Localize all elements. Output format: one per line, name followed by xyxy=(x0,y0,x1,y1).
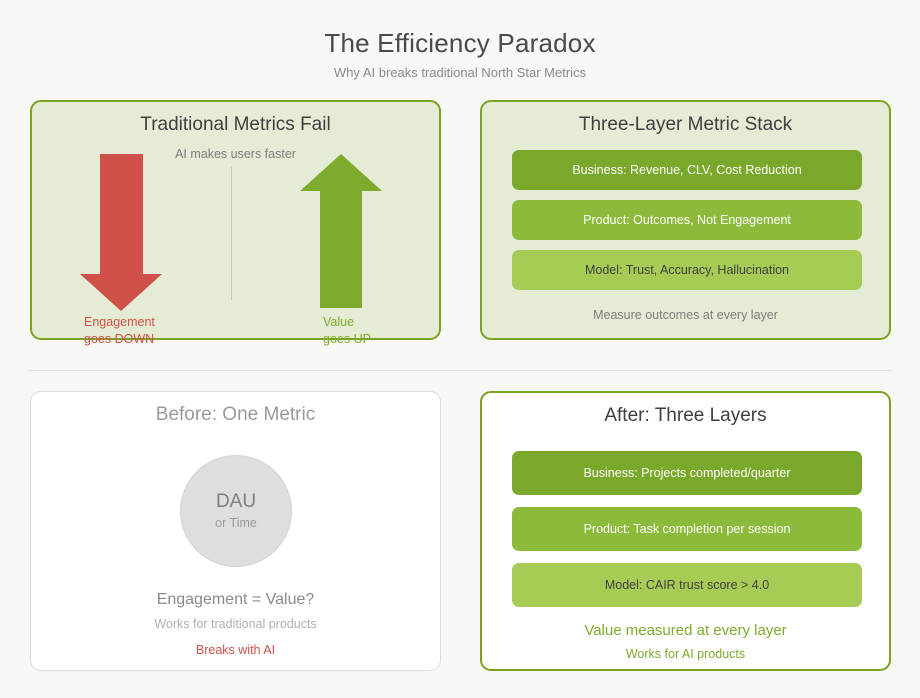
after-bar-product: Product: Task completion per session xyxy=(512,507,862,551)
before-question: Engagement = Value? xyxy=(156,591,315,608)
arrow-down-icon xyxy=(80,154,162,311)
metric-bar-product: Product: Outcomes, Not Engagement xyxy=(512,200,862,240)
before-warning: Breaks with AI xyxy=(195,643,276,657)
footer-measure-outcomes: Measure outcomes at every layer xyxy=(593,308,778,322)
after-footer-sub: Works for AI products xyxy=(625,647,746,661)
label-value-up-line1: Value xyxy=(323,315,355,329)
label-engagement-down-line2: goes DOWN xyxy=(84,332,155,346)
dau-circle-sub-label: or Time xyxy=(215,516,257,530)
panel-before-one-metric: Before: One Metric DAU or Time Engagemen… xyxy=(30,391,441,671)
dau-circle-main-label: DAU xyxy=(215,491,257,512)
label-engagement-down-line1: Engagement xyxy=(84,315,155,329)
after-footer-main: Value measured at every layer xyxy=(584,622,787,639)
panel-title-metric-stack: Three-Layer Metric Stack xyxy=(578,114,793,135)
after-bar-model: Model: CAIR trust score > 4.0 xyxy=(512,563,862,607)
panel-title-traditional: Traditional Metrics Fail xyxy=(140,114,331,135)
row-divider xyxy=(28,370,892,371)
panel-title-before: Before: One Metric xyxy=(155,404,316,425)
arrow-up-icon xyxy=(300,154,382,308)
panel-three-layer-metric-stack: Three-Layer Metric Stack Business: Reven… xyxy=(480,100,891,340)
caption-ai-makes-users-faster: AI makes users faster xyxy=(175,147,296,161)
label-value-up: Value goes UP xyxy=(323,314,371,348)
label-engagement-down: Engagement goes DOWN xyxy=(84,314,155,348)
metric-bar-business: Business: Revenue, CLV, Cost Reduction xyxy=(512,150,862,190)
page-subtitle: Why AI breaks traditional North Star Met… xyxy=(333,65,587,80)
vertical-divider xyxy=(231,167,232,300)
panel-after-three-layers: After: Three Layers Business: Projects c… xyxy=(480,391,891,671)
page-title: The Efficiency Paradox xyxy=(324,28,596,58)
before-note: Works for traditional products xyxy=(154,617,317,631)
after-bar-business: Business: Projects completed/quarter xyxy=(512,451,862,495)
metric-bar-model: Model: Trust, Accuracy, Hallucination xyxy=(512,250,862,290)
panel-title-after: After: Three Layers xyxy=(604,405,767,426)
dau-metric-circle: DAU or Time xyxy=(180,455,292,567)
arrows-group xyxy=(80,154,382,311)
panel-traditional-metrics-fail: Traditional Metrics Fail AI makes users … xyxy=(30,100,441,346)
after-layer-bars: Business: Projects completed/quarter Pro… xyxy=(512,451,862,619)
label-value-up-line2: goes UP xyxy=(323,332,371,346)
metric-stack-bars: Business: Revenue, CLV, Cost Reduction P… xyxy=(512,150,862,300)
